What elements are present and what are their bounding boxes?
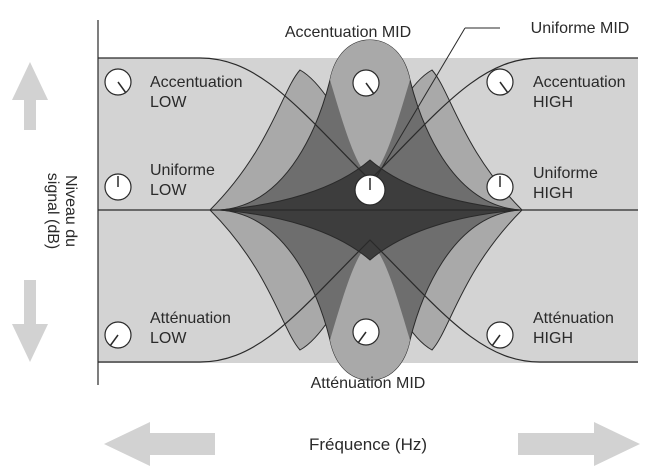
y-axis-label-l1: Niveau du (62, 175, 79, 247)
y-axis-label-l2: signal (dB) (44, 173, 61, 249)
accent-low-label-l2: LOW (150, 94, 187, 111)
arrow-down (12, 280, 48, 362)
boost-region (98, 39, 636, 210)
knob-atten-high (486, 321, 514, 349)
knob-accent-mid (352, 69, 380, 97)
accent-mid-label: Accentuation MID (285, 24, 411, 41)
accent-high-label-l2: HIGH (533, 94, 573, 111)
knob-uniform-mid (354, 174, 386, 206)
knob-uniform-low (104, 173, 132, 201)
knob-accent-low (104, 68, 132, 96)
uniform-high-label-l1: Uniforme (533, 165, 598, 182)
uniform-high-label-l2: HIGH (533, 185, 573, 202)
cut-region (98, 210, 636, 381)
uniform-mid-leader (369, 27, 466, 189)
y-axis-label: Niveau du signal (dB) (44, 173, 79, 249)
accent-high-label-l1: Accentuation (533, 74, 626, 91)
knob-atten-mid (352, 318, 380, 346)
atten-low-label-l2: LOW (150, 330, 187, 347)
knob-uniform-high (486, 173, 514, 201)
uniform-low-label-l2: LOW (150, 182, 187, 199)
atten-high-label-l2: HIGH (533, 330, 573, 347)
atten-low-label-l1: Atténuation (150, 310, 231, 327)
uniform-mid-label: Uniforme MID (531, 20, 630, 37)
atten-high-label-l1: Atténuation (533, 310, 614, 327)
atten-mid-label: Atténuation MID (311, 375, 426, 392)
mid-peak-core (330, 40, 410, 178)
arrow-up (12, 62, 48, 130)
uniform-low-label-l1: Uniforme (150, 162, 215, 179)
x-axis-label: Fréquence (Hz) (309, 435, 427, 454)
knob-atten-low (104, 321, 132, 349)
arrow-left (104, 422, 215, 466)
knob-accent-high (486, 68, 514, 96)
arrow-right (518, 422, 640, 466)
accent-low-label-l1: Accentuation (150, 74, 243, 91)
lower-shelf-curve (98, 239, 638, 363)
mid-dip-core (330, 242, 410, 380)
